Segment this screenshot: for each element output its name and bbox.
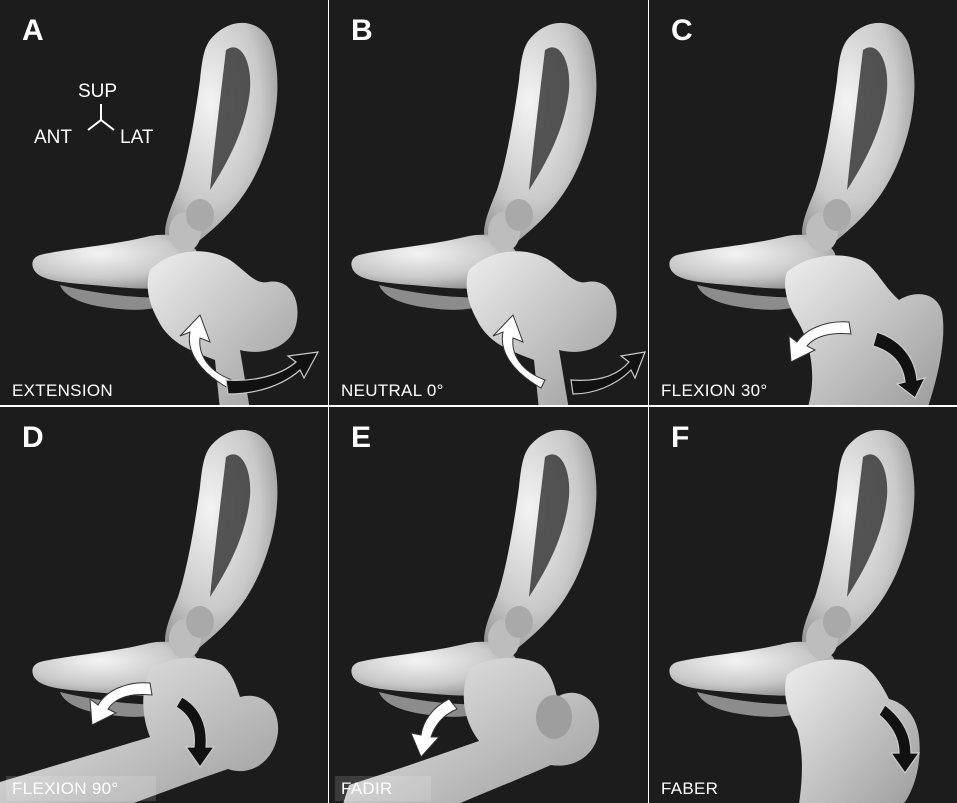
panel-caption: NEUTRAL 0° — [341, 382, 444, 399]
panel-b: B NEUTRAL 0° — [329, 0, 648, 405]
black-arrow-icon — [571, 352, 645, 394]
orientation-axes-icon — [0, 0, 328, 405]
panel-d: D FLEXION 90° — [0, 407, 328, 803]
panel-caption: EXTENSION — [12, 382, 113, 399]
bone-render-d — [0, 407, 328, 803]
panel-letter: C — [671, 16, 693, 46]
panel-caption: FLEXION 30° — [661, 382, 767, 399]
bone-render-b — [329, 0, 648, 405]
panel-letter: E — [351, 423, 371, 453]
panel-caption: FLEXION 90° — [6, 776, 156, 801]
panel-a: A SUP ANT LAT EXTENSION — [0, 0, 328, 405]
panel-letter: F — [671, 423, 689, 453]
bone-render-e — [329, 407, 648, 803]
bone-render-f — [649, 407, 957, 803]
panel-caption: FADIR — [335, 776, 431, 801]
panel-letter: D — [22, 423, 44, 453]
panel-c: C FLEXION 30° — [649, 0, 957, 405]
panel-caption: FABER — [661, 780, 718, 797]
panel-f: F FABER — [649, 407, 957, 803]
panel-e: E FADIR — [329, 407, 648, 803]
bone-render-c — [649, 0, 957, 405]
panel-letter: B — [351, 16, 373, 46]
